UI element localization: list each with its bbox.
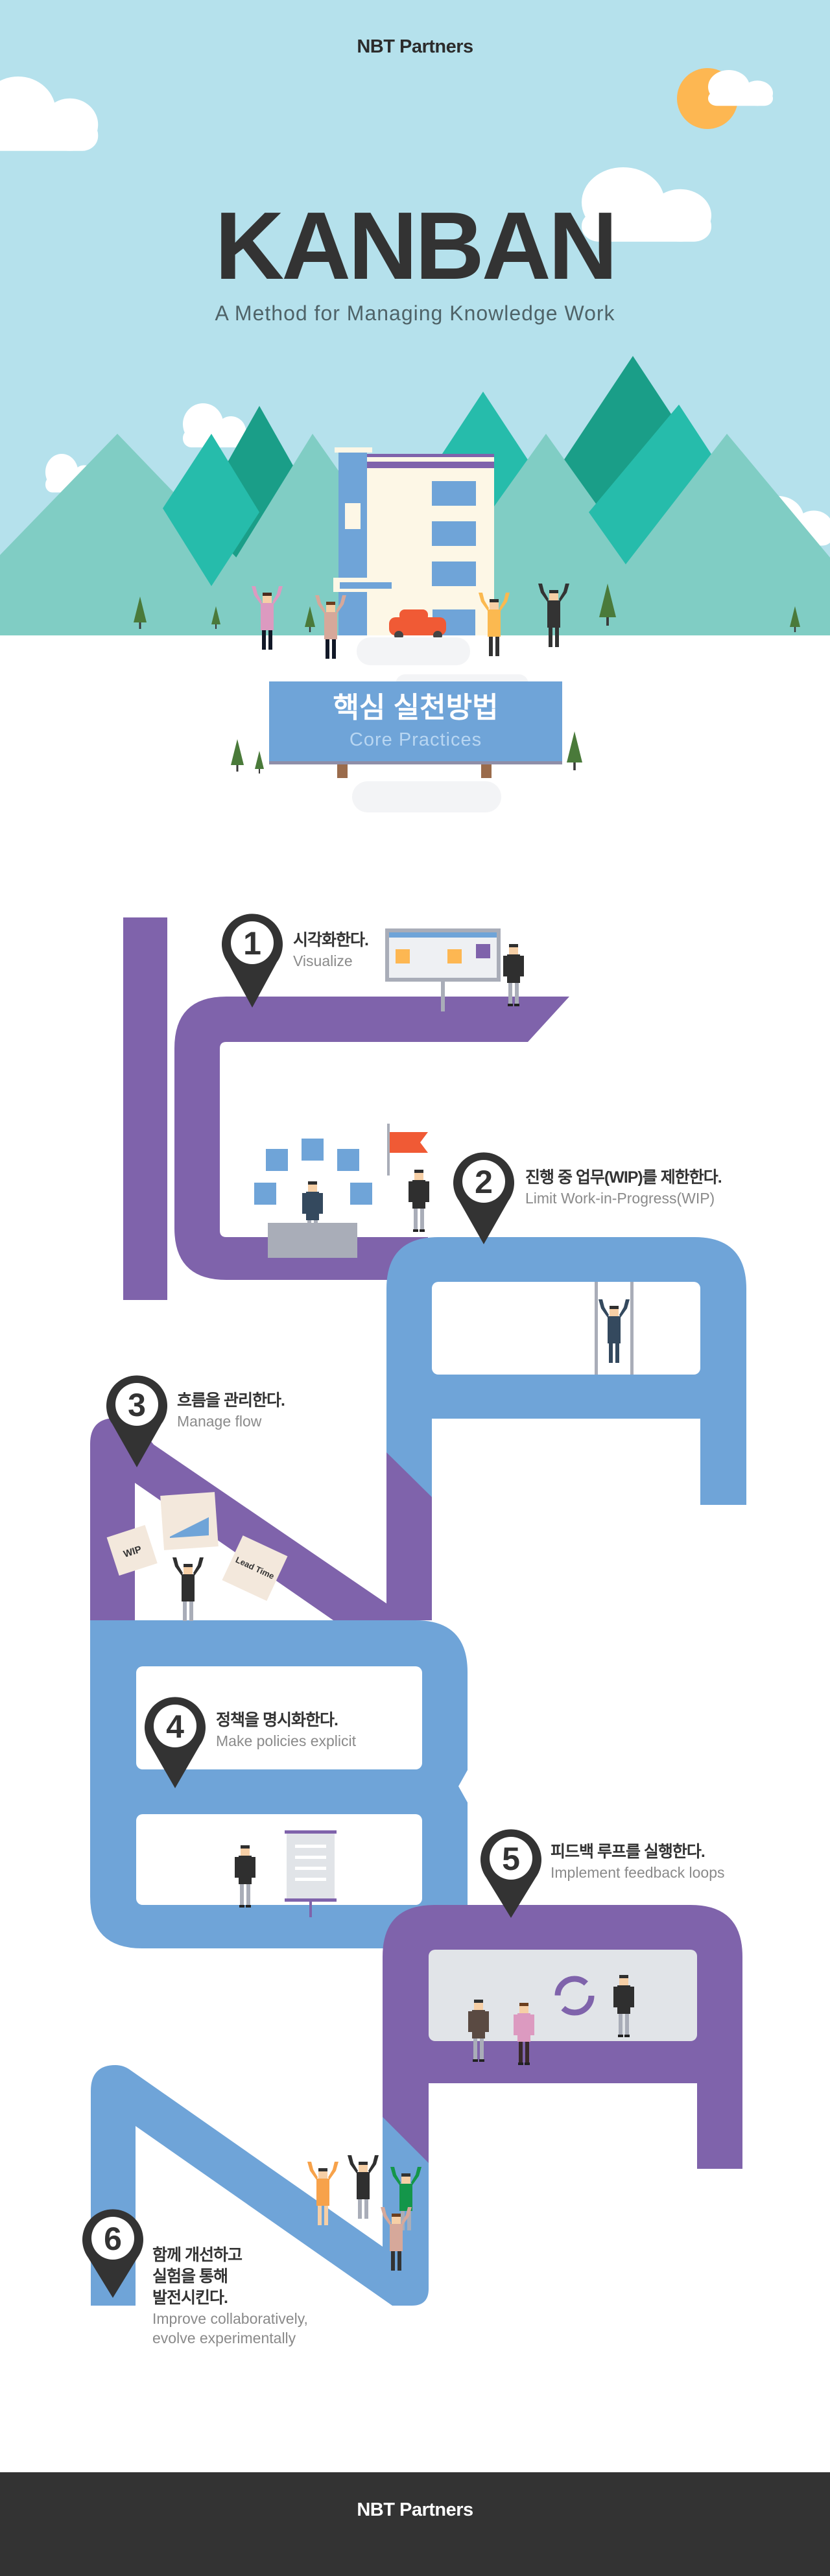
office-building [333, 447, 494, 635]
practice-5-label: 피드백 루프를 실행한다. Implement feedback loops [551, 1841, 725, 1882]
sign-post [337, 762, 348, 778]
ladder [595, 1282, 634, 1375]
pin-marker-1 [221, 914, 283, 1008]
pin-marker-2 [453, 1152, 514, 1244]
road-segment [123, 917, 167, 1300]
practice-2-label: 진행 중 업무(WIP)를 제한한다. Limit Work-in-Progre… [525, 1167, 722, 1208]
core-practices-sign [269, 681, 562, 762]
idea-bubbles [254, 1139, 372, 1205]
red-car [389, 609, 446, 640]
road-segment [174, 997, 569, 1280]
practice-title-ko: 시각화한다. [293, 931, 369, 949]
practice-title-ko-line: 실험을 통해 [152, 2267, 228, 2286]
pin-marker-3 [106, 1375, 167, 1467]
practice-title-ko: 피드백 루프를 실행한다. [551, 1843, 706, 1861]
desk [268, 1223, 357, 1258]
practice-title-ko: 흐름을 관리한다. [177, 1391, 285, 1410]
brand-logo: NBT Partners [357, 36, 473, 57]
practice-title-ko-line: 함께 개선하고 [152, 2246, 243, 2264]
practice-title-ko: 정책을 명시화한다. [216, 1711, 338, 1729]
policy-board [285, 1830, 337, 1917]
kanban-board [385, 928, 501, 1011]
pin-number: 4 [166, 1708, 184, 1745]
stop-flag [390, 1132, 428, 1153]
pin-number: 2 [475, 1164, 493, 1200]
sign-post [481, 762, 492, 778]
pin-marker-4 [144, 1697, 206, 1788]
chart-card [160, 1492, 219, 1550]
pin-number: 3 [128, 1387, 146, 1423]
page-subtitle: A Method for Managing Knowledge Work [215, 301, 615, 325]
pin-marker-5 [480, 1829, 541, 1918]
practice-title-en: Visualize [293, 952, 353, 969]
pin-number: 5 [502, 1841, 520, 1877]
practice-1-label: 시각화한다. Visualize [293, 930, 369, 971]
mountains [0, 356, 830, 635]
footer-brand: NBT Partners [357, 2499, 473, 2520]
practice-3-label: 흐름을 관리한다. Manage flow [177, 1390, 285, 1431]
pin-number: 6 [104, 2221, 122, 2257]
practice-6-label: 함께 개선하고 실험을 통해 발전시킨다. Improve collaborat… [152, 2245, 308, 2348]
practice-title-en: Make policies explicit [216, 1732, 357, 1749]
lead-time-card: Lead Time [222, 1535, 288, 1601]
practice-title-ko: 진행 중 업무(WIP)를 제한한다. [525, 1168, 722, 1187]
practice-title-en-line: evolve experimentally [152, 2330, 296, 2346]
pin-number: 1 [243, 925, 261, 962]
wip-card: WIP [106, 1525, 158, 1576]
footer: NBT Partners [0, 2472, 830, 2576]
practice-4-label: 정책을 명시화한다. Make policies explicit [216, 1710, 356, 1751]
practice-title-en: Manage flow [177, 1413, 262, 1430]
refresh-cycle-icon [554, 1976, 595, 2016]
page-title: KANBAN [215, 193, 617, 300]
flag-pole [387, 1124, 390, 1176]
practice-title-en-line: Improve collaboratively, [152, 2310, 308, 2327]
practice-title-ko-line: 발전시킨다. [152, 2289, 228, 2307]
practice-title-en: Limit Work-in-Progress(WIP) [525, 1190, 715, 1207]
practice-title-en: Implement feedback loops [551, 1864, 725, 1881]
pin-marker-6 [82, 2209, 143, 2298]
sign-title-en: Core Practices [349, 729, 482, 750]
sign-title-ko: 핵심 실천방법 [333, 692, 499, 724]
